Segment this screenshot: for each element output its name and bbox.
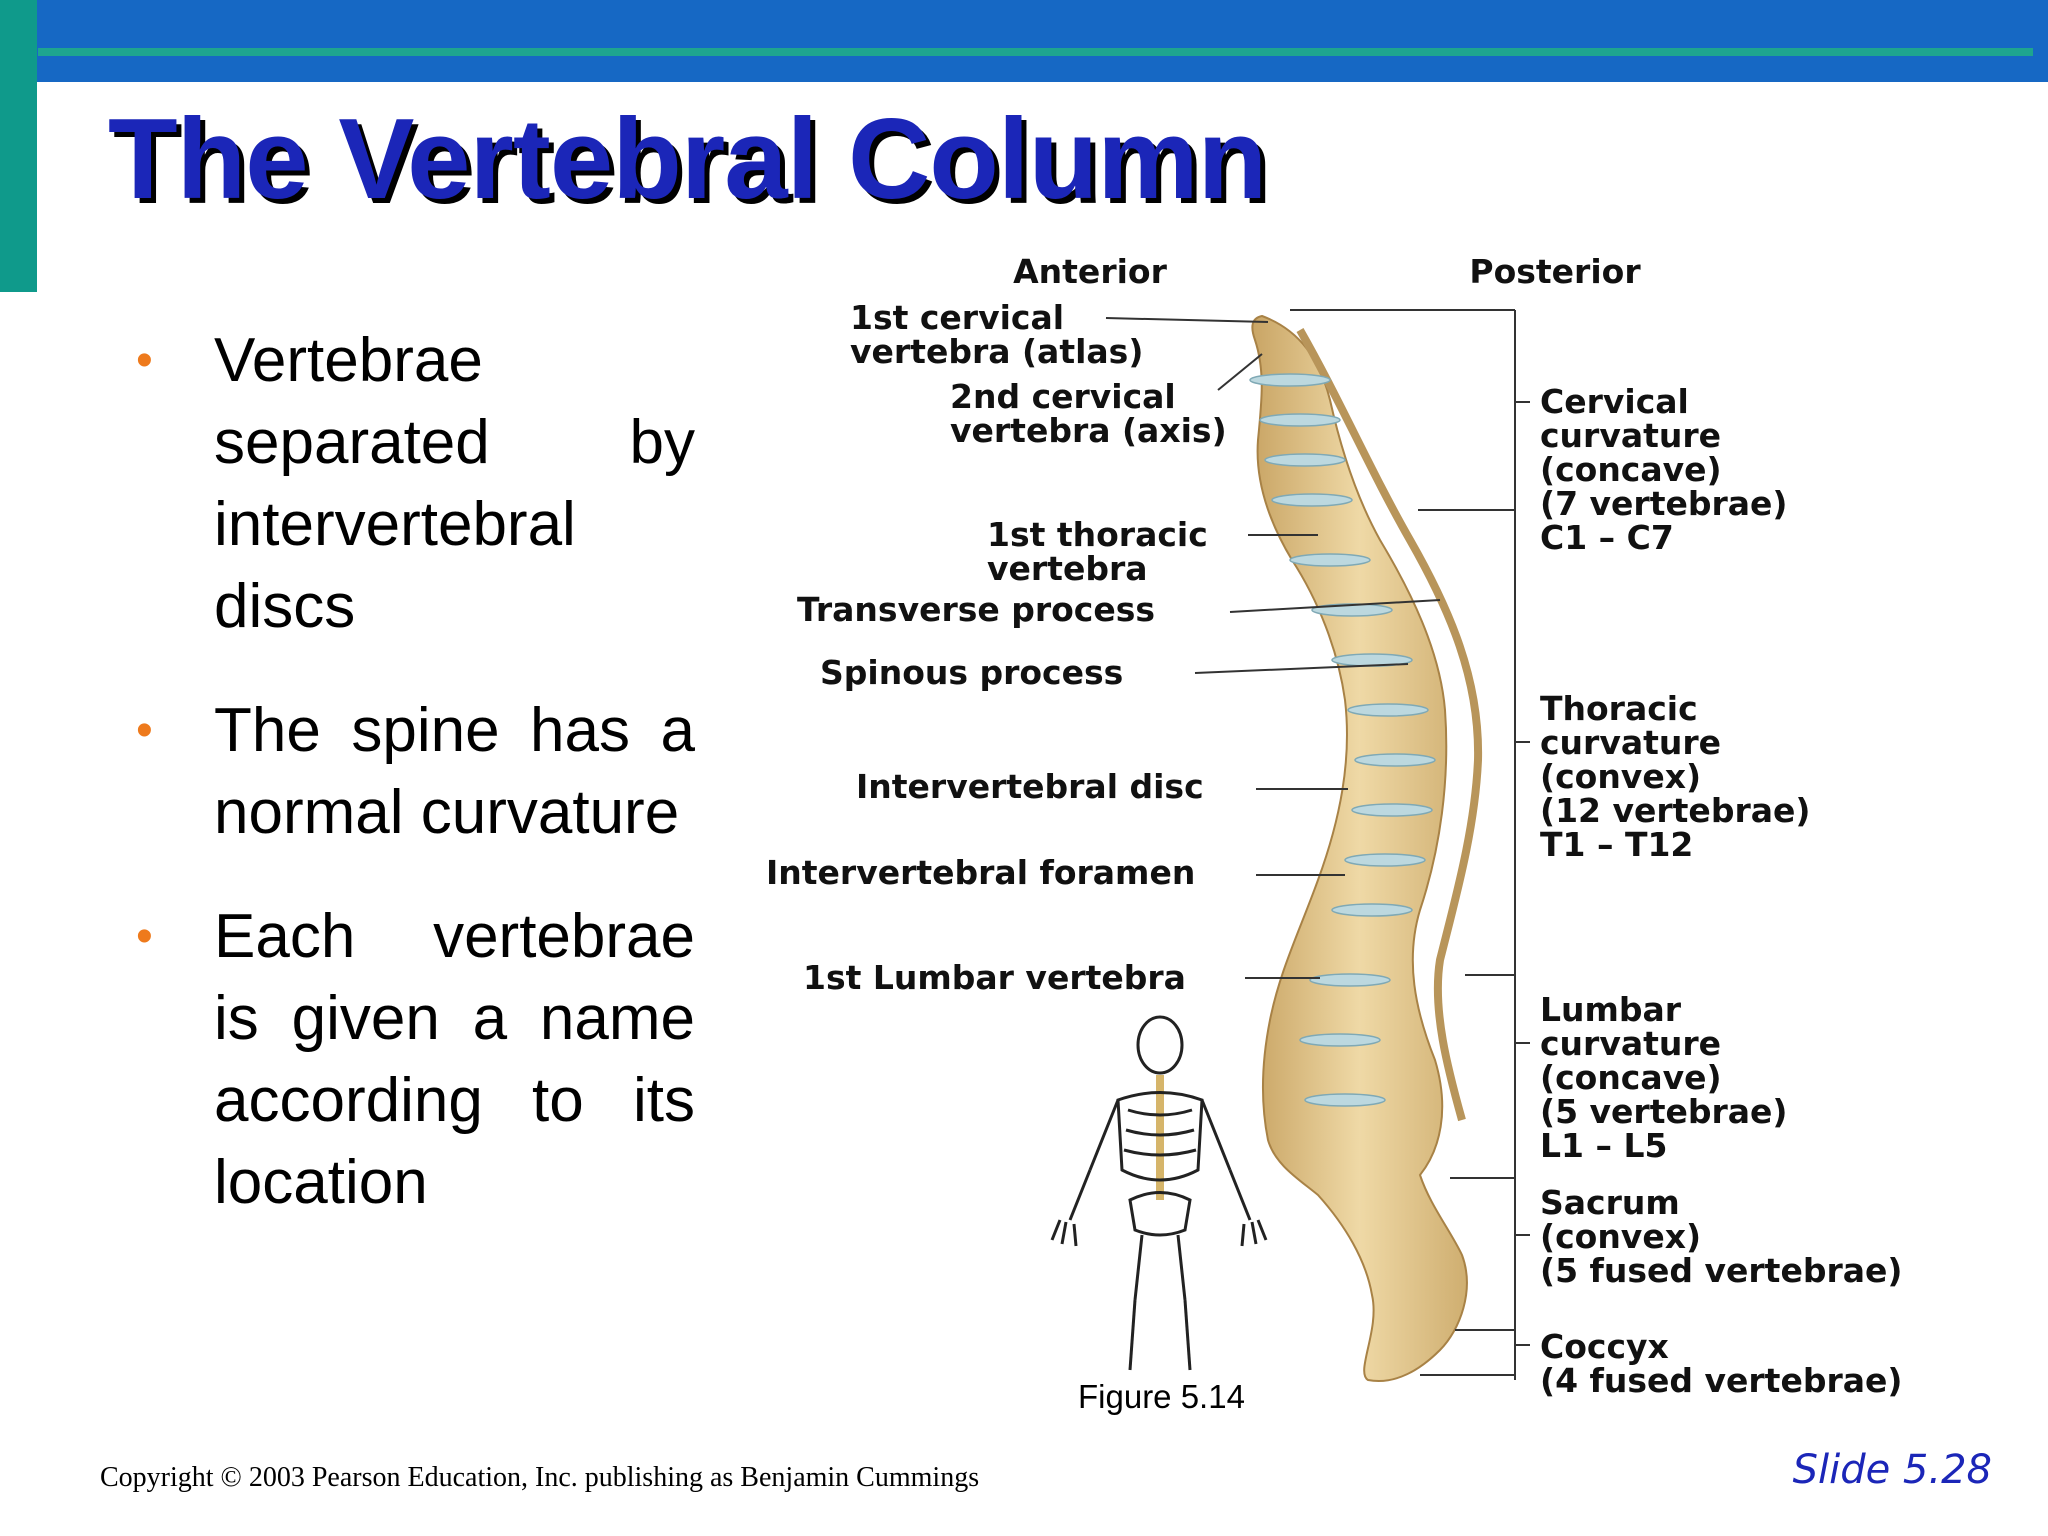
region-thoracic-line1: curvature xyxy=(1540,723,1721,762)
label-spinous-process: Spinous process xyxy=(820,653,1123,692)
label-thoracic-line2: vertebra xyxy=(987,549,1148,588)
region-thoracic-line2: (convex) xyxy=(1540,757,1701,796)
label-intervertebral-foramen: Intervertebral foramen xyxy=(766,853,1195,892)
region-thoracic-line3: (12 vertebrae) xyxy=(1540,791,1810,830)
disc-mark xyxy=(1259,413,1341,427)
bullet-dot-icon: • xyxy=(136,910,153,963)
copyright-notice: Copyright © 2003 Pearson Education, Inc.… xyxy=(100,1462,980,1493)
bullet-dot-icon: • xyxy=(136,704,153,757)
region-cervical-line1: curvature xyxy=(1540,416,1721,455)
bullet-text: Each vertebrae is given a name according… xyxy=(214,902,695,1217)
slide-title: The Vertebral Column xyxy=(108,96,1267,223)
label-axis-line1: 2nd cervical xyxy=(950,377,1176,416)
label-atlas-line2: vertebra (atlas) xyxy=(850,332,1143,371)
disc-mark xyxy=(1331,903,1413,917)
anterior-header: Anterior xyxy=(1013,252,1167,291)
region-cervical-line2: (concave) xyxy=(1540,450,1722,489)
region-sacrum-name: Sacrum xyxy=(1540,1183,1680,1222)
disc-mark xyxy=(1249,373,1331,387)
leader-lines xyxy=(1105,317,1441,979)
posterior-header: Posterior xyxy=(1469,252,1641,291)
disc-mark xyxy=(1299,1033,1381,1047)
region-labels: Cervical curvature (concave) (7 vertebra… xyxy=(1540,382,1902,1400)
disc-mark xyxy=(1264,453,1346,467)
spine-column-body xyxy=(1251,314,1468,1382)
bullet-dot-icon: • xyxy=(136,334,153,387)
region-lumbar-line3: (5 vertebrae) xyxy=(1540,1092,1787,1131)
region-coccyx-line1: (4 fused vertebrae) xyxy=(1540,1361,1902,1400)
disc-mark xyxy=(1271,493,1353,507)
region-thoracic-name: Thoracic xyxy=(1540,689,1698,728)
disc-mark xyxy=(1347,703,1429,717)
region-lumbar-line1: curvature xyxy=(1540,1024,1721,1063)
bullet-item: • Vertebrae separated by intervertebral d… xyxy=(130,320,695,648)
label-axis-line2: vertebra (axis) xyxy=(950,411,1227,450)
disc-mark xyxy=(1351,803,1433,817)
label-atlas-line1: 1st cervical xyxy=(850,298,1064,337)
disc-mark xyxy=(1354,753,1436,767)
top-accent-line xyxy=(38,48,2033,56)
region-bracket xyxy=(1290,309,1530,1380)
left-labels: 1st cervical vertebra (atlas) 2nd cervic… xyxy=(766,298,1227,997)
left-accent-bar xyxy=(0,0,37,292)
region-coccyx-name: Coccyx xyxy=(1540,1327,1669,1366)
label-lumbar-vertebra: 1st Lumbar vertebra xyxy=(803,958,1186,997)
bullet-text: The spine has a normal curvature xyxy=(214,696,695,847)
region-sacrum-line1: (convex) xyxy=(1540,1217,1701,1256)
region-sacrum-line2: (5 fused vertebrae) xyxy=(1540,1251,1902,1290)
region-cervical-range: C1 – C7 xyxy=(1540,518,1674,557)
region-lumbar-name: Lumbar xyxy=(1540,990,1682,1029)
region-thoracic-range: T1 – T12 xyxy=(1540,825,1693,864)
region-cervical-name: Cervical xyxy=(1540,382,1689,421)
skeleton-figure xyxy=(1050,1015,1268,1371)
bullet-text: Vertebrae separated by intervertebral di… xyxy=(214,326,695,641)
region-cervical-line3: (7 vertebrae) xyxy=(1540,484,1787,523)
label-intervertebral-disc: Intervertebral disc xyxy=(856,767,1204,806)
intervertebral-discs xyxy=(1249,373,1436,1107)
disc-mark xyxy=(1304,1093,1386,1107)
label-thoracic-line1: 1st thoracic xyxy=(987,515,1208,554)
bullet-item: • Each vertebrae is given a name accordin… xyxy=(130,896,695,1224)
disc-mark xyxy=(1309,973,1391,987)
spine-illustration xyxy=(1249,314,1483,1382)
bullet-list: • Vertebrae separated by intervertebral d… xyxy=(130,320,695,1266)
disc-mark xyxy=(1289,553,1371,567)
figure-caption: Figure 5.14 xyxy=(1078,1378,1245,1415)
slide-number: Slide 5.28 xyxy=(1792,1447,1992,1493)
top-bar xyxy=(0,0,2048,82)
bullet-item: • The spine has a normal curvature xyxy=(130,690,695,854)
region-lumbar-line2: (concave) xyxy=(1540,1058,1722,1097)
label-transverse-process: Transverse process xyxy=(797,590,1155,629)
disc-mark xyxy=(1344,853,1426,867)
spinous-process-edge xyxy=(1296,328,1483,1122)
region-lumbar-range: L1 – L5 xyxy=(1540,1126,1667,1165)
